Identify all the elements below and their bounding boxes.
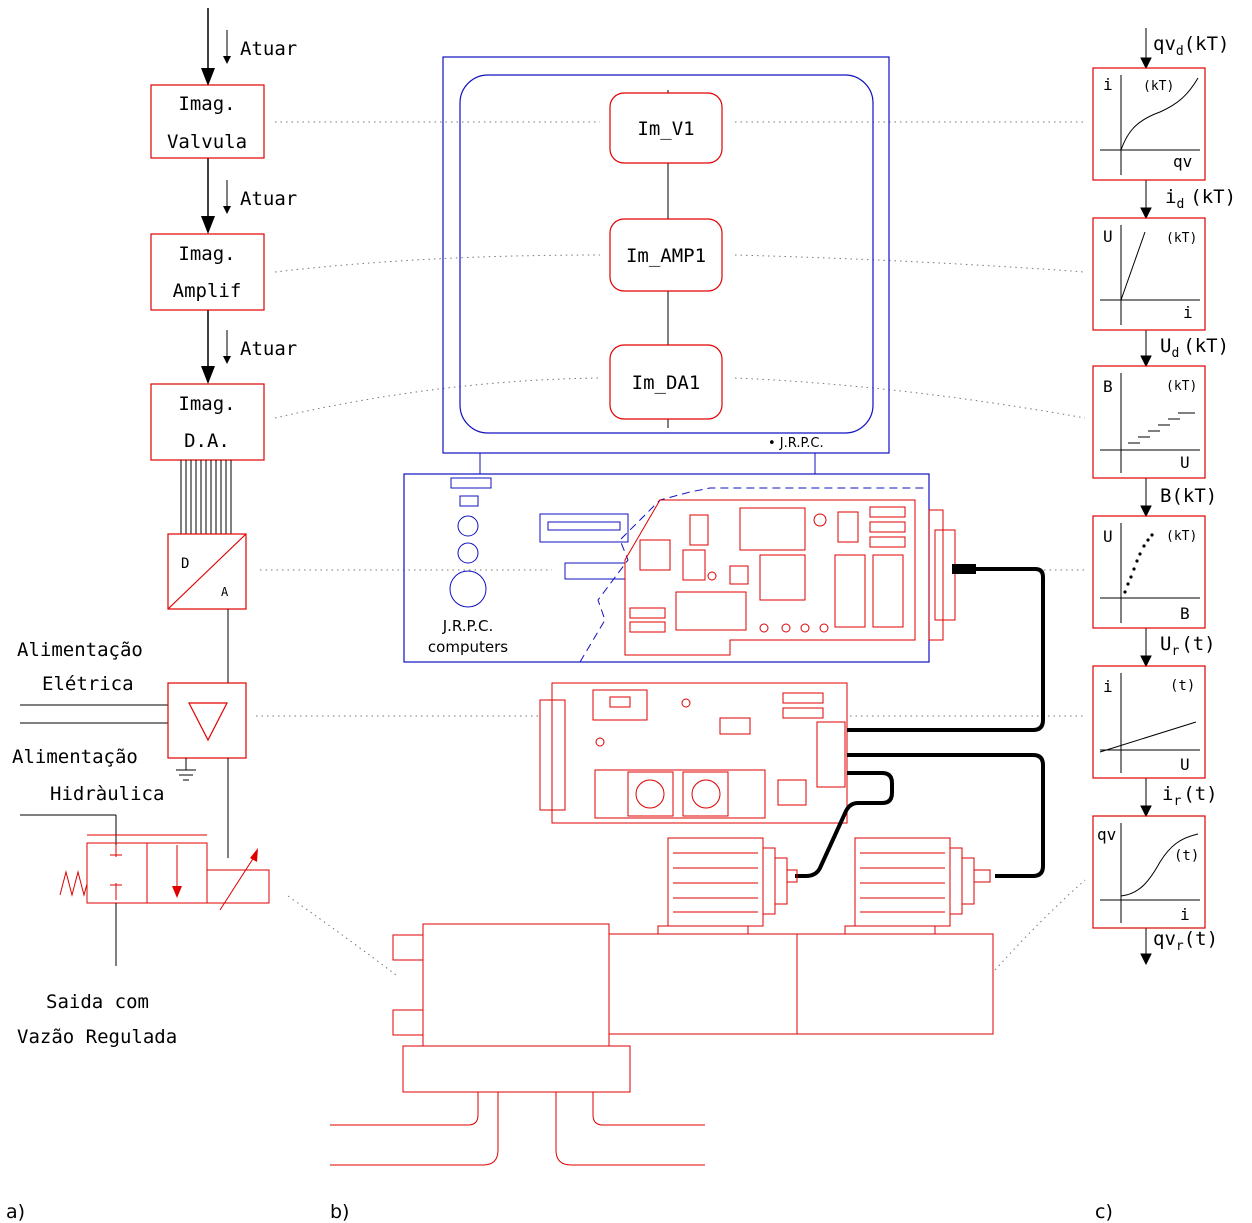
power-elec-line1: Alimentação	[17, 639, 143, 661]
panel-b: Im_V1 Im_AMP1 Im_DA1 • J.R.P.C. J.R.P.C.…	[330, 57, 1043, 1223]
graph-u-vs-b: U B (kT)	[1093, 516, 1205, 628]
graph-3-xlabel: U	[1180, 453, 1190, 472]
amplifier-block	[168, 683, 246, 758]
signal-ud: Ud(kT)	[1160, 335, 1229, 361]
panel-a: Atuar Atuar Atuar Imag. Valvula Imag. Am…	[6, 8, 297, 1223]
block-da-line2: D.A.	[184, 430, 230, 452]
panel-b-label: b)	[330, 1201, 349, 1223]
graph-1-xlabel: qv	[1173, 152, 1192, 171]
panel-c: qvd(kT) id(kT) Ud(kT) B(kT) Ur(t) ir(t) …	[1093, 28, 1236, 1223]
graph-5-tag: (t)	[1170, 678, 1195, 694]
da-converter-d: D	[181, 556, 189, 572]
atuar-label-1: Atuar	[240, 38, 297, 60]
node-im-amp1-label: Im_AMP1	[626, 245, 706, 267]
node-im-da1-label: Im_DA1	[632, 372, 701, 394]
da-converter-a: A	[221, 585, 229, 599]
amplifier-triangle-icon	[189, 703, 227, 740]
amplifier-card	[540, 683, 847, 823]
atuar-label-3: Atuar	[240, 338, 297, 360]
case-brand-line1: J.R.P.C.	[442, 617, 494, 635]
graph-1-tag: (kT)	[1143, 79, 1174, 94]
node-im-v1-label: Im_V1	[637, 118, 694, 140]
power-elec-line2: Elétrica	[42, 673, 134, 695]
valve-symbol	[20, 815, 269, 966]
power-hyd-line1: Alimentação	[12, 746, 138, 768]
motor-2	[845, 838, 990, 934]
graph-6-tag: (t)	[1174, 848, 1199, 864]
graph-3-tag: (kT)	[1166, 379, 1197, 394]
graph-6-ylabel: qv	[1097, 825, 1116, 844]
graph-4-ylabel: U	[1103, 527, 1113, 546]
block-da-line1: Imag.	[178, 393, 235, 415]
atuar-label-2: Atuar	[240, 188, 297, 210]
graph-2-ylabel: U	[1103, 227, 1113, 246]
graph-2-tag: (kT)	[1166, 231, 1197, 246]
output-line1: Saida com	[46, 991, 149, 1013]
graph-4-tag: (kT)	[1166, 529, 1197, 544]
graph-5-xlabel: U	[1180, 755, 1190, 774]
graph-1-ylabel: i	[1103, 75, 1113, 94]
graph-b-vs-u: B U (kT)	[1093, 366, 1205, 478]
motor-1	[658, 838, 797, 934]
graph-i-vs-qv: i qv (kT)	[1093, 68, 1205, 180]
graph-u-vs-i: U i (kT)	[1093, 218, 1205, 330]
panel-c-label: c)	[1095, 1201, 1113, 1223]
data-bus	[181, 460, 231, 534]
graph-4-xlabel: B	[1180, 604, 1190, 623]
graph-2-xlabel: i	[1183, 303, 1193, 322]
signal-id: id(kT)	[1165, 186, 1236, 212]
output-line2: Vazão Regulada	[17, 1026, 177, 1048]
graph-i-vs-u: i U (t)	[1093, 666, 1205, 778]
graph-qv-vs-i: qv i (t)	[1093, 816, 1205, 928]
block-valvula-line1: Imag.	[178, 93, 235, 115]
graph-3-ylabel: B	[1103, 377, 1113, 396]
block-valvula-line2: Valvula	[167, 131, 247, 153]
block-amplif-line1: Imag.	[178, 243, 235, 265]
valve-manifold	[330, 924, 993, 1165]
power-button-icon	[450, 571, 486, 607]
panel-c-arrows	[1141, 28, 1151, 964]
case-brand-line2: computers	[428, 638, 508, 656]
block-amplif-line2: Amplif	[173, 280, 242, 302]
signal-ur: Ur(t)	[1160, 633, 1216, 659]
power-hyd-line2: Hidràulica	[50, 783, 164, 805]
graph-6-xlabel: i	[1180, 905, 1190, 924]
monitor-brand: • J.R.P.C.	[768, 436, 824, 451]
signal-qvr: qvr(t)	[1153, 928, 1218, 954]
graph-5-ylabel: i	[1103, 677, 1113, 696]
da-card	[625, 500, 955, 655]
signal-b: B(kT)	[1160, 485, 1217, 507]
panel-a-label: a)	[6, 1201, 25, 1223]
signal-qvd: qvd(kT)	[1153, 33, 1229, 59]
signal-ir: ir(t)	[1162, 783, 1218, 809]
